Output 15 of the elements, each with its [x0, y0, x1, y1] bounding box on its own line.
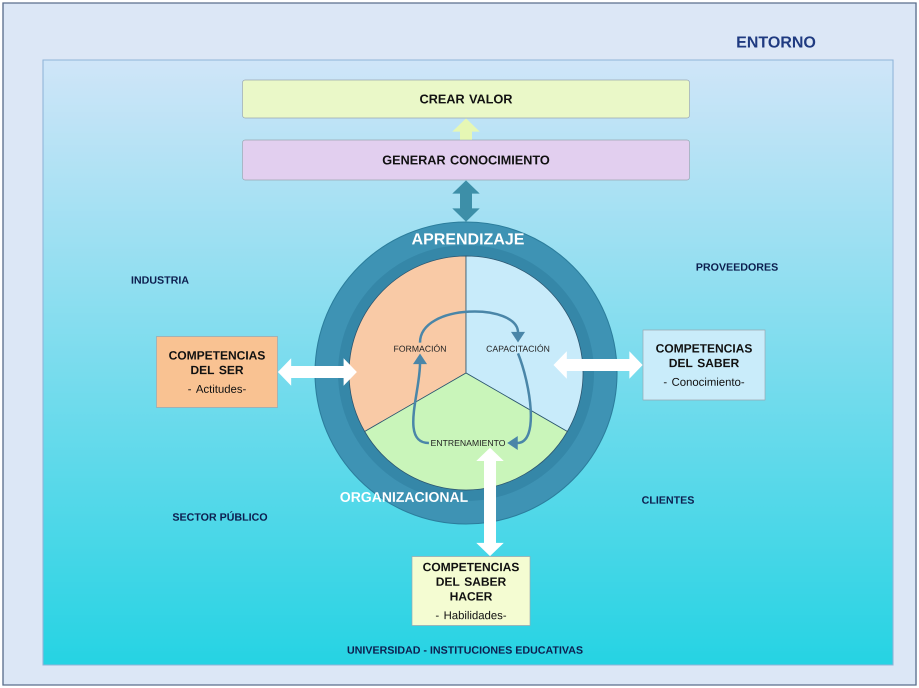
- process-box: GENERAR CONOCIMIENTO: [242, 140, 690, 180]
- pie-sector: FORMACIÓN: [348, 256, 466, 432]
- environment-label: UNIVERSIDAD - INSTITUCIONES EDUCATIVAS: [348, 646, 583, 654]
- pie-sector: ENTRENAMIENTO: [364, 372, 568, 490]
- competency-box: COMPETENCIAS DEL SABER HACER - Habilidades-: [412, 556, 530, 626]
- competency-box: COMPETENCIAS DEL SABER - Conocimiento-: [642, 330, 766, 400]
- environment-label: INDUSTRIA: [132, 276, 189, 284]
- node-label: ENTORNO: [737, 36, 816, 48]
- environment-label: CLIENTES: [642, 496, 694, 504]
- arrow: [418, 310, 526, 343]
- environment-label: SECTOR PÚBLICO: [172, 511, 268, 521]
- pie-sector: CAPACITACIÓN: [466, 256, 584, 432]
- competency-box: COMPETENCIAS DEL SER - Actitudes-: [156, 336, 278, 408]
- process-box: CREAR VALOR: [242, 80, 690, 118]
- environment-label: PROVEEDORES: [696, 263, 778, 271]
